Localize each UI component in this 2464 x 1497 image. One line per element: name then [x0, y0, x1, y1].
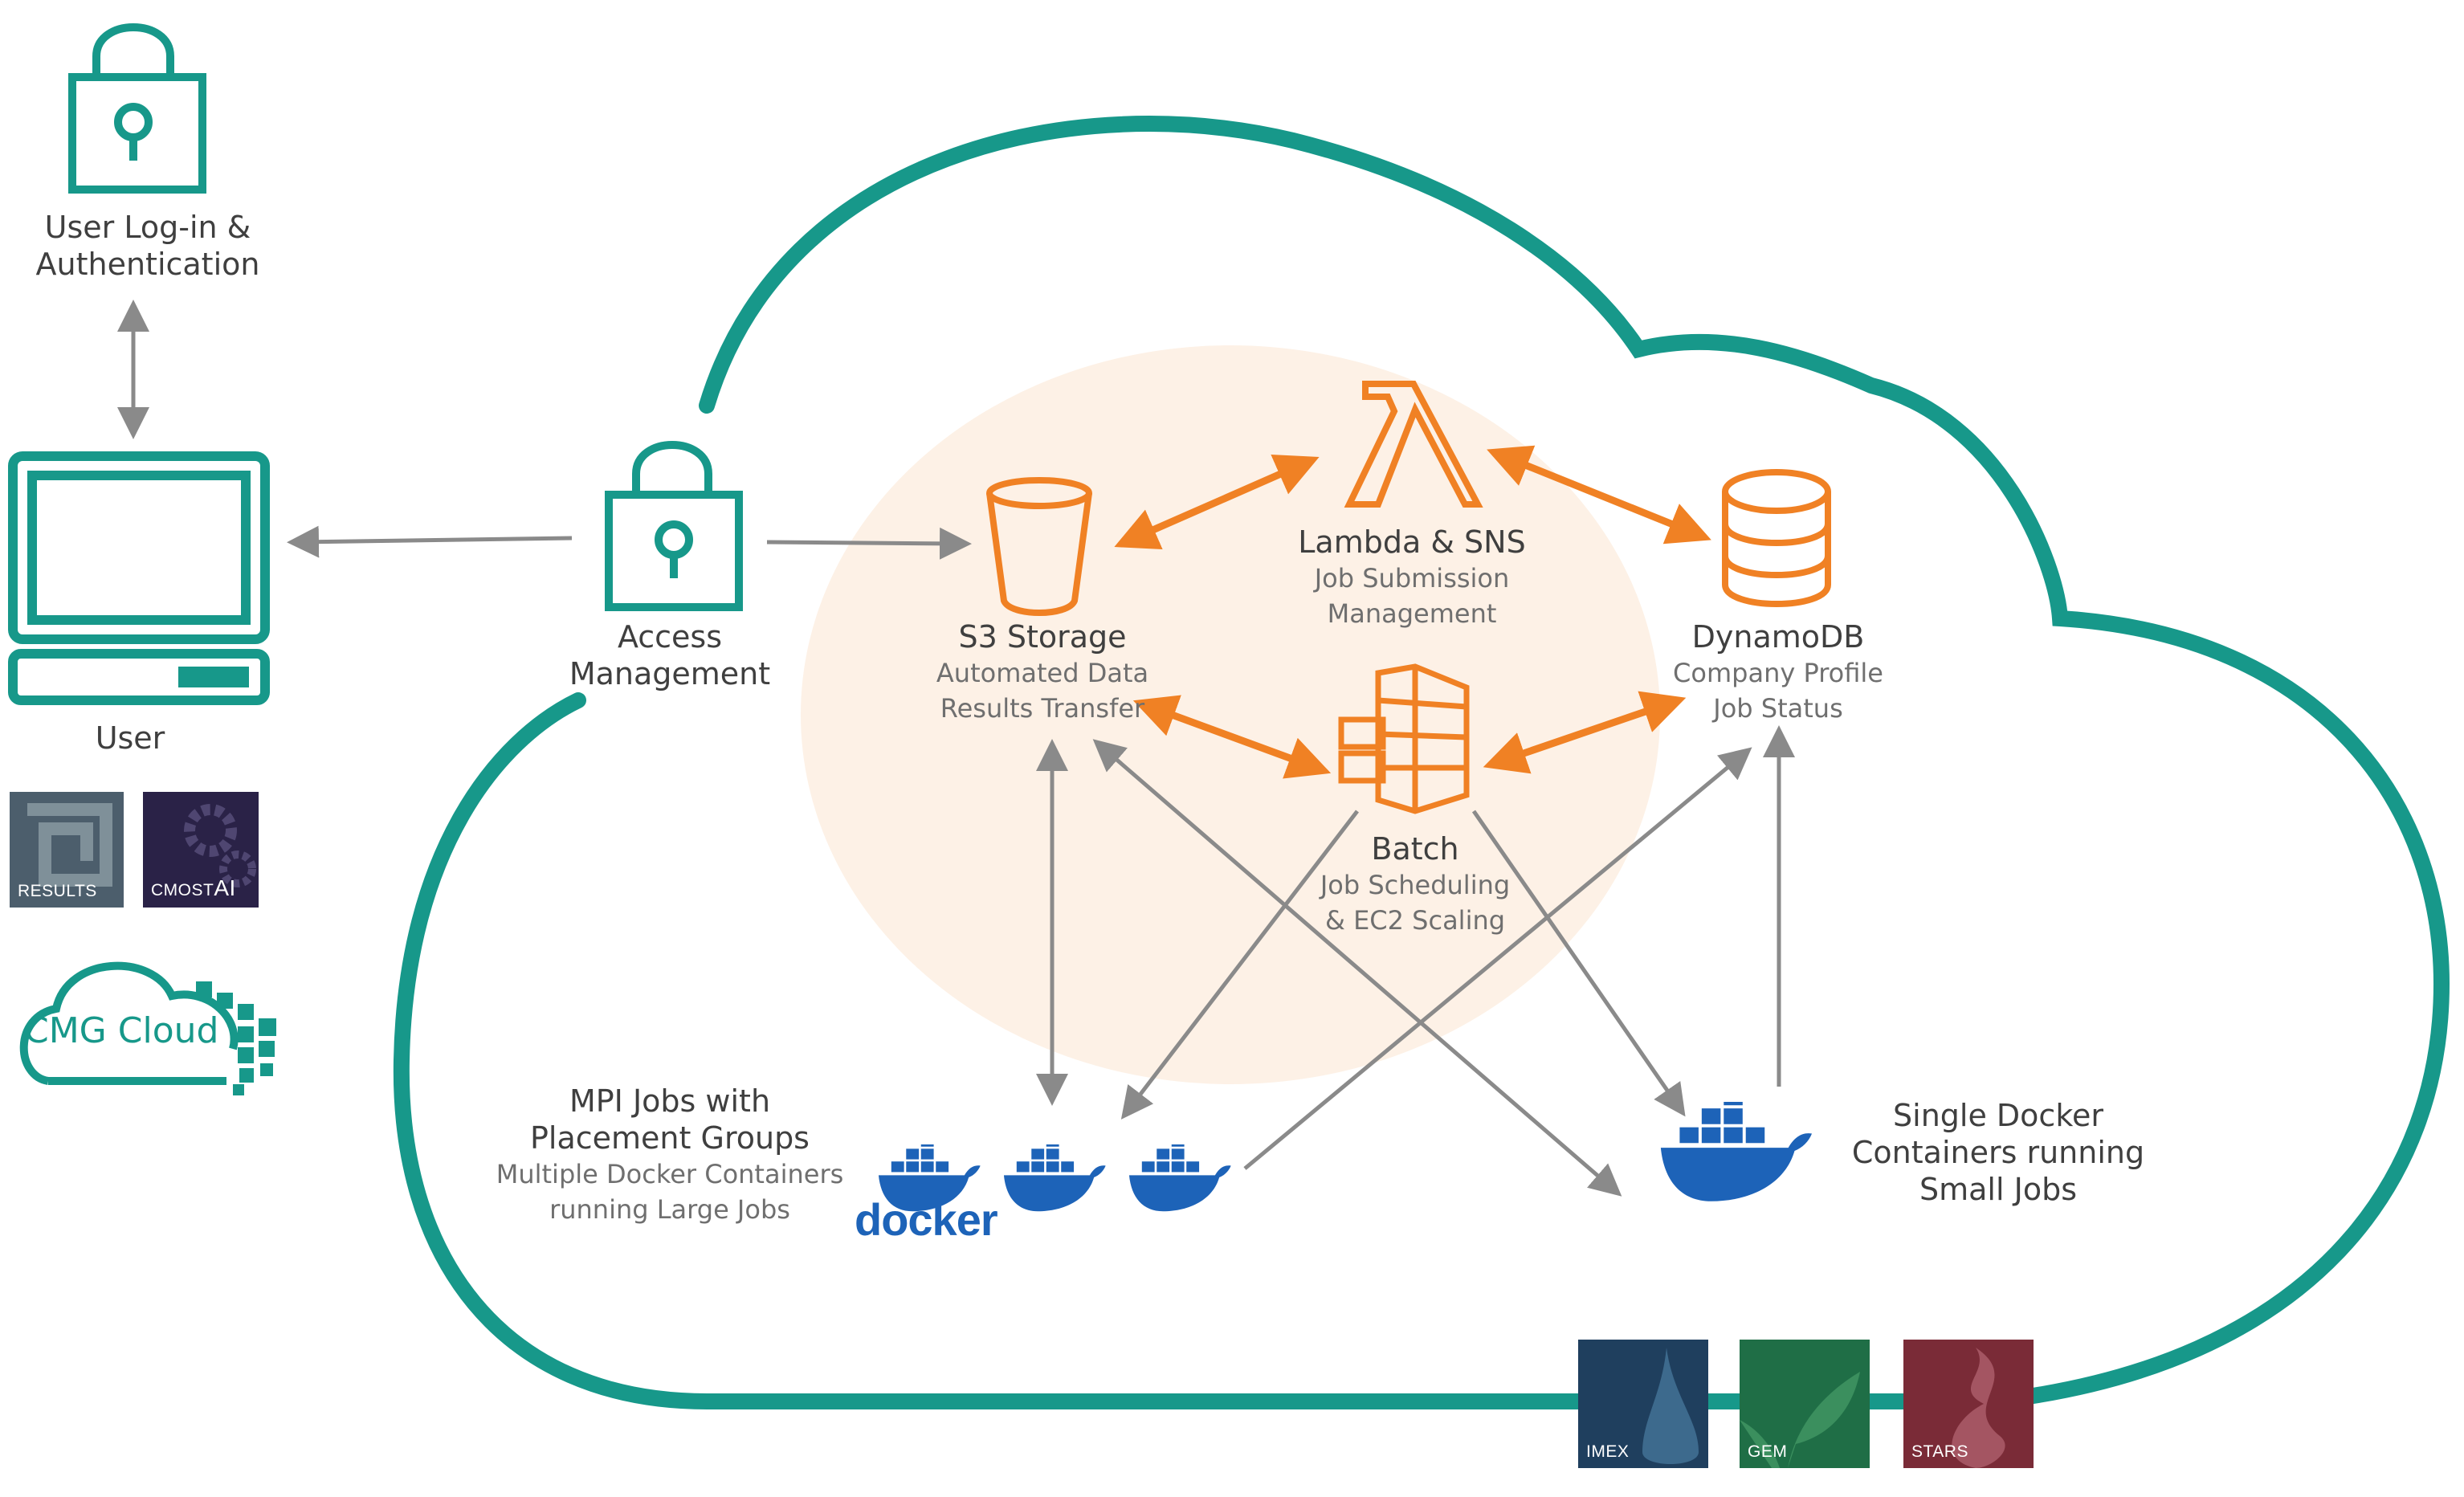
s3-storage-label: S3 Storage Automated Data Results Transf…: [936, 618, 1148, 726]
docker-whale-icon: [1003, 1144, 1106, 1212]
stars-label: STARS: [1911, 1442, 1968, 1461]
s3-sub-line2: Results Transfer: [940, 693, 1145, 724]
single-line2: Containers running: [1851, 1135, 2145, 1170]
batch-icon: [1338, 663, 1470, 814]
arrow-batch-single: [1471, 810, 1686, 1117]
results-tile: RESULTS: [10, 792, 124, 908]
user-text: User: [95, 720, 165, 756]
access-line2: Management: [569, 656, 771, 691]
imex-tile: IMEX: [1578, 1340, 1708, 1468]
access-line1: Access: [617, 619, 723, 655]
arrow-batch-mpi: [1120, 810, 1359, 1120]
docker-whale-icon: [1660, 1102, 1813, 1201]
user-login-line1: User Log-in &: [44, 210, 251, 245]
docker-whale-icon: [1128, 1144, 1231, 1212]
dynamo-sub-line2: Job Status: [1713, 693, 1843, 724]
dynamodb-label: DynamoDB Company Profile Job Status: [1673, 618, 1883, 726]
services-halo: [801, 345, 1660, 1084]
dynamo-sub-line1: Company Profile: [1673, 658, 1883, 688]
flame-icon: [1952, 1348, 2005, 1468]
gear-icon: [184, 804, 256, 887]
s3-sub-line1: Automated Data: [936, 658, 1149, 688]
s3-title: S3 Storage: [958, 619, 1127, 655]
arrow-access-user: [287, 525, 573, 558]
cloud-outline: [393, 116, 2450, 1409]
single-docker-label: Single Docker Containers running Small J…: [1852, 1097, 2144, 1208]
batch-sub-line1: Job Scheduling: [1320, 870, 1511, 900]
arrow-lambda-dynamo: [1487, 445, 1711, 545]
droplet-icon: [1642, 1348, 1699, 1464]
laptop-icon: [8, 451, 270, 705]
access-management-label: Access Management: [569, 618, 770, 692]
imex-label: IMEX: [1586, 1442, 1630, 1461]
mpi-jobs-label: MPI Jobs with Placement Groups Multiple …: [496, 1083, 844, 1227]
batch-sub-line2: & EC2 Scaling: [1324, 905, 1506, 936]
batch-label: Batch Job Scheduling & EC2 Scaling: [1320, 830, 1510, 938]
docker-wordmark: docker: [855, 1194, 998, 1245]
dynamo-title: DynamoDB: [1691, 619, 1865, 655]
mpi-title-line1: MPI Jobs with: [569, 1083, 771, 1119]
lambda-icon: [1344, 381, 1483, 508]
cmost-text: CMOST: [151, 881, 214, 899]
s3-bucket-icon: [986, 477, 1092, 616]
single-line3: Small Jobs: [1919, 1172, 2077, 1207]
gem-label: GEM: [1748, 1442, 1788, 1461]
cmost-tile: CMOSTAI: [143, 792, 259, 908]
mpi-title-line2: Placement Groups: [530, 1120, 810, 1156]
arrow-s3-batch: [1132, 695, 1332, 779]
results-logo-icon: [27, 803, 112, 887]
padlock-icon: [68, 23, 206, 194]
leaf-icon: [1740, 1372, 1860, 1468]
arrow-mpi-dynamo: [1243, 747, 1752, 1170]
lambda-title: Lambda & SNS: [1298, 524, 1526, 560]
arrow-s3-lambda: [1114, 454, 1320, 550]
cmg-cloud-wordmark: CMG Cloud: [24, 1010, 219, 1051]
lambda-sub-line2: Management: [1327, 598, 1497, 629]
results-label: RESULTS: [18, 882, 97, 900]
user-label: User: [96, 720, 165, 757]
lambda-sns-label: Lambda & SNS Job Submission Management: [1298, 524, 1525, 631]
lambda-sub-line1: Job Submission: [1314, 563, 1510, 593]
mpi-sub-line1: Multiple Docker Containers: [496, 1159, 844, 1189]
user-login-label: User Log-in & Authentication: [36, 209, 260, 283]
gem-tile: GEM: [1740, 1340, 1870, 1468]
arrow-s3-single: [1092, 739, 1622, 1197]
mpi-sub-line2: running Large Jobs: [549, 1194, 790, 1225]
single-line1: Single Docker: [1893, 1098, 2103, 1133]
cmg-cloud-logo: [19, 961, 276, 1095]
cmost-label: CMOSTAI: [151, 875, 236, 901]
arrow-access-s3: [766, 527, 972, 560]
cmost-ai-text: AI: [214, 875, 236, 900]
arrow-batch-dynamo: [1483, 691, 1687, 774]
stars-tile: STARS: [1903, 1340, 2034, 1468]
user-login-line2: Authentication: [35, 247, 260, 282]
batch-title: Batch: [1371, 831, 1459, 867]
access-padlock-icon: [605, 441, 743, 611]
database-icon: [1722, 469, 1831, 607]
